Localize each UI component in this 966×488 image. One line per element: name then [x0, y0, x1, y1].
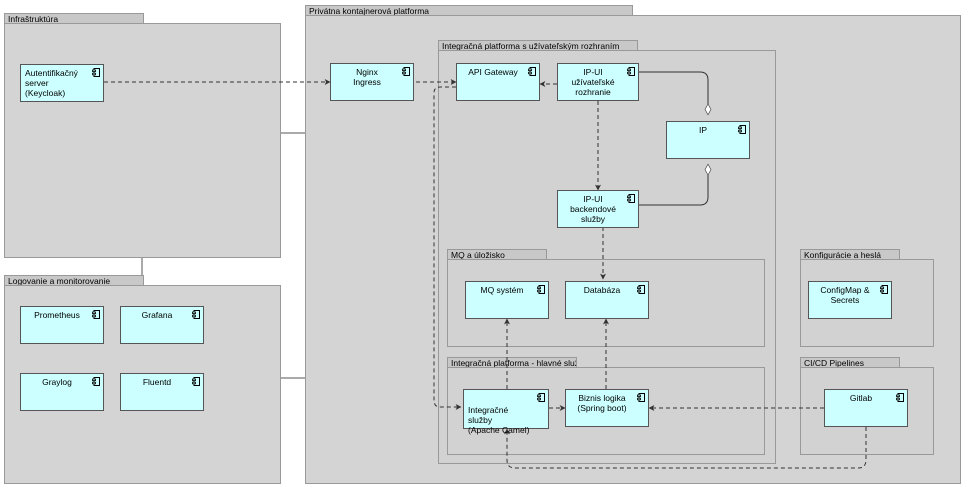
component-label: Prometheus [34, 310, 80, 320]
component-icon [537, 285, 545, 294]
mq-system-component[interactable]: MQ systém [465, 281, 549, 319]
component-label: Databáza [583, 285, 621, 295]
component-label: Biznis logika (Spring boot) [577, 393, 627, 413]
component-icon [637, 393, 645, 402]
component-label: Gitlab [849, 393, 873, 403]
component-label: Grafana [141, 310, 173, 320]
gitlab-component[interactable]: Gitlab [824, 389, 908, 427]
component-icon [738, 125, 746, 134]
database-component[interactable]: Databáza [565, 281, 649, 319]
ipui-frontend-component[interactable]: IP-UI užívateľské rozhranie [557, 63, 639, 101]
component-icon [528, 67, 536, 76]
component-label: Integračné služby (Apache Camel) [468, 405, 530, 435]
ip-component[interactable]: IP [666, 121, 750, 159]
component-label: ConfigMap & Secrets [820, 285, 870, 305]
component-label: MQ systém [480, 285, 524, 295]
component-icon [92, 68, 100, 77]
component-icon [402, 67, 410, 76]
nginx-ingress-component[interactable]: Nginx Ingress [330, 63, 414, 101]
component-label: Autentifikačný server (Keycloak) [25, 68, 78, 98]
component-icon [92, 310, 100, 319]
component-label: IP-UI backendové služby [570, 194, 616, 224]
component-label: API Gateway [468, 67, 518, 77]
api-gateway-component[interactable]: API Gateway [456, 63, 540, 101]
integration-services-component[interactable]: Integračné služby (Apache Camel) [463, 389, 549, 435]
component-label: IP-UI užívateľské rozhranie [571, 67, 615, 97]
component-icon [637, 285, 645, 294]
business-logic-component[interactable]: Biznis logika (Spring boot) [565, 389, 649, 427]
component-icon [627, 194, 635, 203]
package-infrastructure: Infraštruktúra [4, 13, 281, 258]
grafana-component[interactable]: Grafana [120, 306, 204, 344]
component-icon [880, 285, 888, 294]
configmap-secrets-component[interactable]: ConfigMap & Secrets [808, 281, 892, 319]
fluentd-component[interactable]: Fluentd [120, 373, 204, 411]
component-label: Nginx Ingress [353, 67, 381, 87]
component-label: Graylog [42, 377, 72, 387]
prometheus-component[interactable]: Prometheus [20, 306, 104, 344]
component-icon [192, 310, 200, 319]
component-icon [537, 393, 545, 402]
component-icon [192, 377, 200, 386]
component-label: Fluentd [142, 377, 172, 387]
component-icon [627, 67, 635, 76]
ipui-backend-component[interactable]: IP-UI backendové služby [557, 190, 639, 228]
package-body [4, 23, 281, 258]
graylog-component[interactable]: Graylog [20, 373, 104, 411]
component-label: IP [698, 125, 708, 135]
keycloak-auth-server-component[interactable]: Autentifikačný server (Keycloak) [20, 64, 104, 102]
component-icon [92, 377, 100, 386]
component-icon [896, 393, 904, 402]
